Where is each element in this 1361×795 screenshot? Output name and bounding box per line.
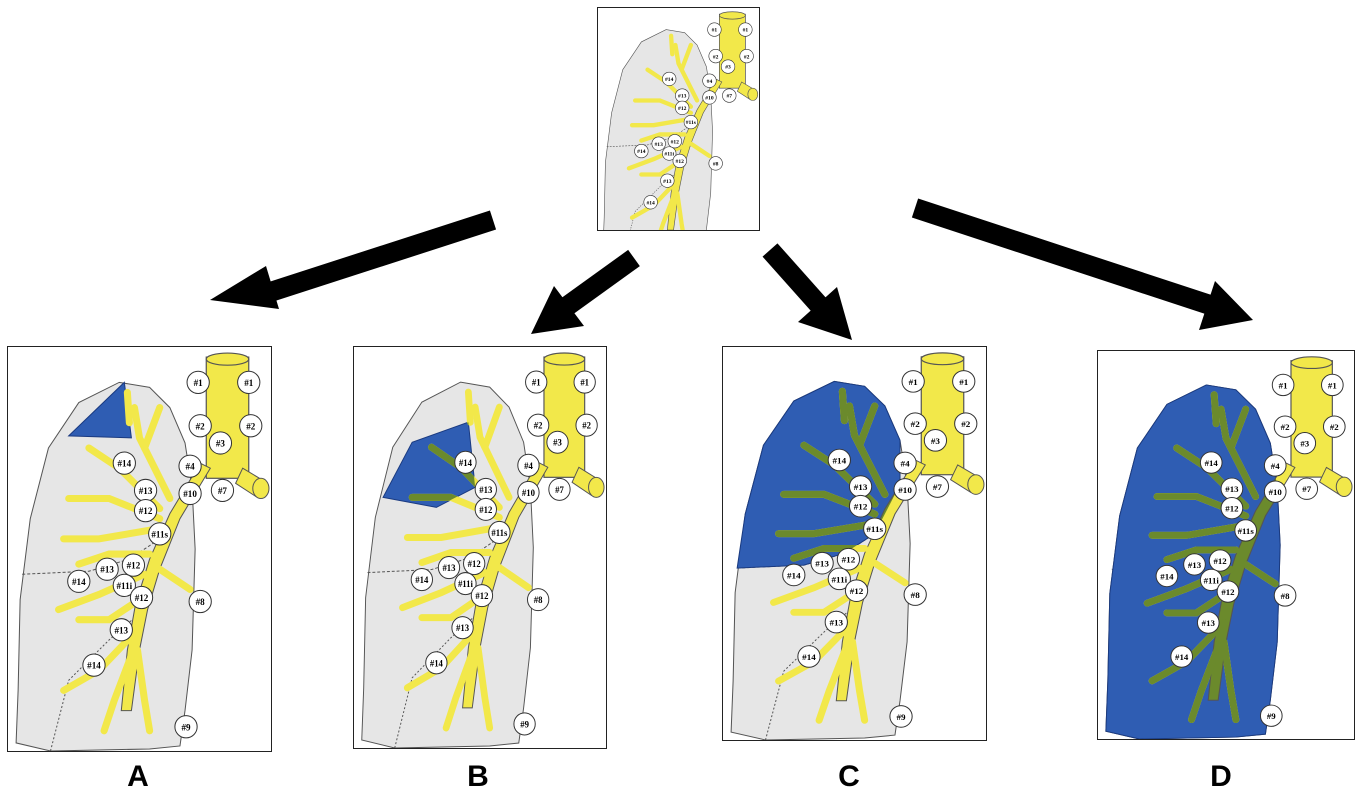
arrow-to-a (210, 220, 493, 309)
arrow-to-b (531, 258, 634, 334)
arrow-to-d (915, 208, 1253, 330)
arrow-to-c (770, 250, 852, 340)
